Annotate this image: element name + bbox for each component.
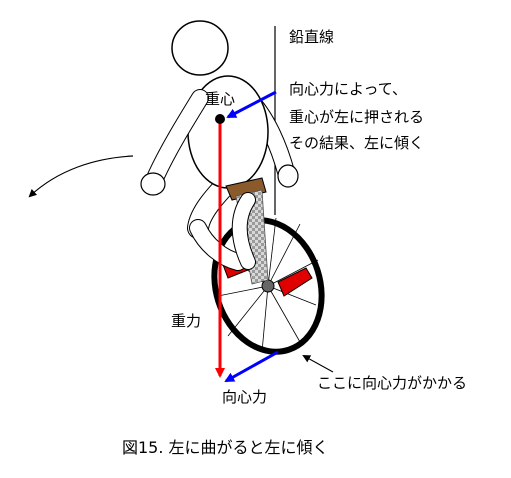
contact-point-note: ここに向心力がかかる xyxy=(317,374,468,392)
figure-caption: 図15. 左に曲がると左に傾く xyxy=(122,438,329,457)
vertical-line-label: 鉛直線 xyxy=(289,28,335,46)
contact-pointer-arrow xyxy=(302,355,334,373)
explanation-line-1: 向心力によって、 xyxy=(289,80,408,98)
center-of-gravity-dot xyxy=(215,114,225,124)
center-of-gravity-label: 重心 xyxy=(205,90,236,108)
centripetal-arrow-bottom xyxy=(224,350,279,383)
turn-direction-arrow xyxy=(28,155,134,198)
explanation-line-2: 重心が左に押される xyxy=(289,108,425,126)
gravity-label: 重力 xyxy=(171,312,202,330)
rider-head xyxy=(171,20,229,76)
right-pedal xyxy=(277,267,313,297)
centripetal-arrow-top xyxy=(226,90,277,119)
centripetal-bottom-label: 向心力 xyxy=(222,388,268,406)
explanation-line-3: その結果、左に傾く xyxy=(289,134,425,152)
saddle xyxy=(225,177,267,201)
